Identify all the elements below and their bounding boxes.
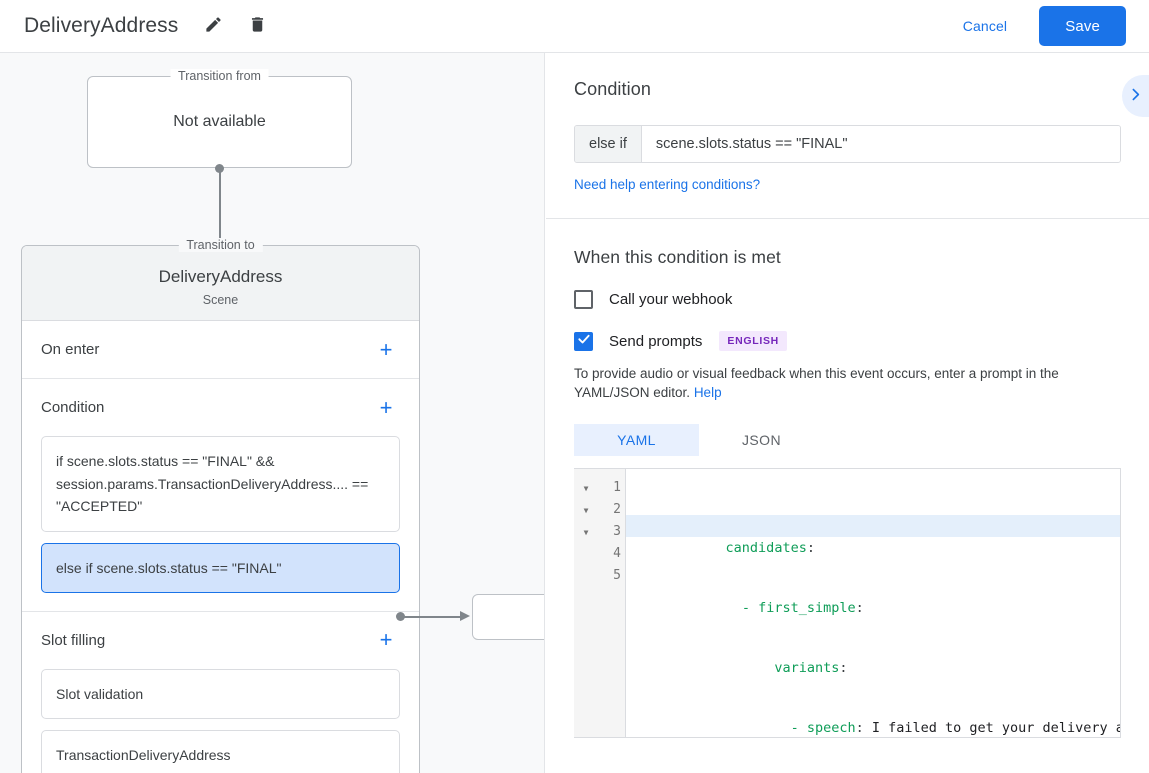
call-webhook-row[interactable]: Call your webhook <box>574 290 1121 309</box>
condition-list: if scene.slots.status == "FINAL" && sess… <box>41 436 400 611</box>
flow-canvas[interactable]: Transition from Not available Transition… <box>0 53 545 773</box>
add-condition-button[interactable]: + <box>372 394 400 422</box>
transition-to-legend: Transition to <box>178 238 263 252</box>
pencil-icon <box>204 15 223 37</box>
tab-json[interactable]: JSON <box>699 424 824 456</box>
yaml-colon: : <box>806 540 815 556</box>
tab-yaml[interactable]: YAML <box>574 424 699 456</box>
code-line[interactable]: - first_simple: <box>626 575 1120 616</box>
edit-name-button[interactable] <box>198 11 228 41</box>
connector-dot-from <box>215 164 224 173</box>
next-node-partial[interactable] <box>472 594 544 640</box>
description-text: To provide audio or visual feedback when… <box>574 366 1059 400</box>
condition-heading: Condition <box>574 79 651 99</box>
transition-from-node[interactable]: Transition from Not available <box>87 69 352 168</box>
line-number: 1 <box>613 480 621 495</box>
content-area: Transition from Not available Transition… <box>0 53 1149 773</box>
yaml-key: candidates <box>725 540 807 556</box>
delete-button[interactable] <box>242 11 272 41</box>
scene-header: DeliveryAddress Scene <box>22 246 419 321</box>
line-number: 3 <box>613 524 621 539</box>
slot-validation-item[interactable]: Slot validation <box>41 668 400 719</box>
yaml-value: I failed to get your delivery address <box>871 720 1120 736</box>
transition-from-value: Not available <box>173 113 266 130</box>
fold-toggle-icon[interactable]: ▼ <box>583 505 589 515</box>
editor-format-tabs: YAML JSON <box>574 424 1121 456</box>
slot-item[interactable]: TransactionDeliveryAddress <box>41 729 400 773</box>
yaml-colon: : <box>839 660 848 676</box>
condition-block: Condition else if Need help entering con… <box>546 53 1149 219</box>
yaml-indent <box>726 660 775 676</box>
scene-subtitle: Scene <box>202 293 239 307</box>
add-on-enter-button[interactable]: + <box>372 336 400 364</box>
add-slot-filling-button[interactable]: + <box>372 626 400 654</box>
connector-line-condition <box>404 616 466 618</box>
yaml-key: - first_simple <box>741 600 856 616</box>
yaml-indent <box>726 720 791 736</box>
line-number: 5 <box>613 568 621 583</box>
condition-item[interactable]: if scene.slots.status == "FINAL" && sess… <box>41 436 400 532</box>
transition-to-node[interactable]: Transition to DeliveryAddress Scene On e… <box>21 238 420 773</box>
section-title-on-enter: On enter <box>41 341 100 358</box>
chevron-right-icon <box>1127 86 1144 106</box>
section-condition: Condition + if scene.slots.status == "FI… <box>22 379 419 612</box>
section-header: Condition + <box>41 379 400 436</box>
code-line[interactable]: candidates: <box>626 515 1120 556</box>
send-prompts-description: To provide audio or visual feedback when… <box>574 364 1121 402</box>
editor-fold-gutter[interactable]: ▼ ▼ ▼ <box>574 469 598 737</box>
code-line[interactable]: variants: <box>626 635 1120 676</box>
send-prompts-label: Send prompts <box>609 332 703 350</box>
save-button[interactable]: Save <box>1039 6 1126 46</box>
condition-help-row: Need help entering conditions? <box>574 176 1121 218</box>
page-title: DeliveryAddress <box>24 14 179 37</box>
transition-from-legend: Transition from <box>170 69 269 83</box>
section-slot-filling: Slot filling + Slot validation Transacti… <box>22 612 419 773</box>
connector-arrowhead-condition-icon <box>460 611 470 621</box>
scene-title: DeliveryAddress <box>158 267 283 286</box>
send-prompts-row[interactable]: Send prompts ENGLISH <box>574 331 1121 351</box>
fold-spacer <box>574 543 598 565</box>
call-webhook-label: Call your webhook <box>609 291 733 308</box>
line-number: 2 <box>613 502 621 517</box>
yaml-key: - speech <box>790 720 856 736</box>
send-prompts-checkbox[interactable] <box>574 331 593 351</box>
section-header: On enter + <box>41 321 400 378</box>
section-title-slot-filling: Slot filling <box>41 631 106 649</box>
connector-dot-condition <box>396 612 405 621</box>
collapse-panel-button[interactable] <box>1122 75 1149 117</box>
fold-spacer <box>574 565 598 587</box>
fold-toggle-icon[interactable]: ▼ <box>583 527 589 537</box>
line-number: 4 <box>613 546 621 561</box>
language-badge: ENGLISH <box>719 331 787 351</box>
prompts-help-link[interactable]: Help <box>693 385 722 400</box>
condition-prefix-label: else if <box>575 126 642 162</box>
details-panel: Condition else if Need help entering con… <box>546 53 1149 773</box>
condition-help-link[interactable]: Need help entering conditions? <box>574 177 761 192</box>
section-header: Slot filling + <box>41 612 400 669</box>
condition-expression-input[interactable] <box>641 126 1120 162</box>
code-line[interactable]: - speech: I failed to get your delivery … <box>626 695 1120 736</box>
when-condition-met-heading: When this condition is met <box>574 247 781 267</box>
connector-line <box>219 169 221 258</box>
yaml-indent <box>726 600 742 616</box>
call-webhook-checkbox[interactable] <box>574 290 593 309</box>
yaml-key: variants <box>774 660 840 676</box>
condition-input-row[interactable]: else if <box>574 125 1121 163</box>
cancel-button[interactable]: Cancel <box>949 9 1021 43</box>
section-on-enter: On enter + <box>22 321 419 379</box>
section-title-condition: Condition <box>41 399 105 416</box>
fold-toggle-icon[interactable]: ▼ <box>583 483 589 493</box>
trash-icon <box>248 15 267 37</box>
top-app-bar: DeliveryAddress Cancel Save <box>0 0 1149 53</box>
when-condition-met-block: When this condition is met Call your web… <box>546 219 1149 738</box>
slot-filling-list: Slot validation TransactionDeliveryAddre… <box>41 668 400 773</box>
yaml-colon: : <box>855 720 864 736</box>
editor-line-numbers: 1 2 3 4 5 <box>598 469 626 737</box>
yaml-editor[interactable]: ▼ ▼ ▼ 1 2 3 4 5 candidates: <box>574 468 1121 738</box>
yaml-colon: : <box>855 600 864 616</box>
condition-item-selected[interactable]: else if scene.slots.status == "FINAL" <box>41 542 400 593</box>
editor-code-area[interactable]: candidates: - first_simple: variants: - … <box>626 469 1120 737</box>
check-icon <box>577 332 591 351</box>
